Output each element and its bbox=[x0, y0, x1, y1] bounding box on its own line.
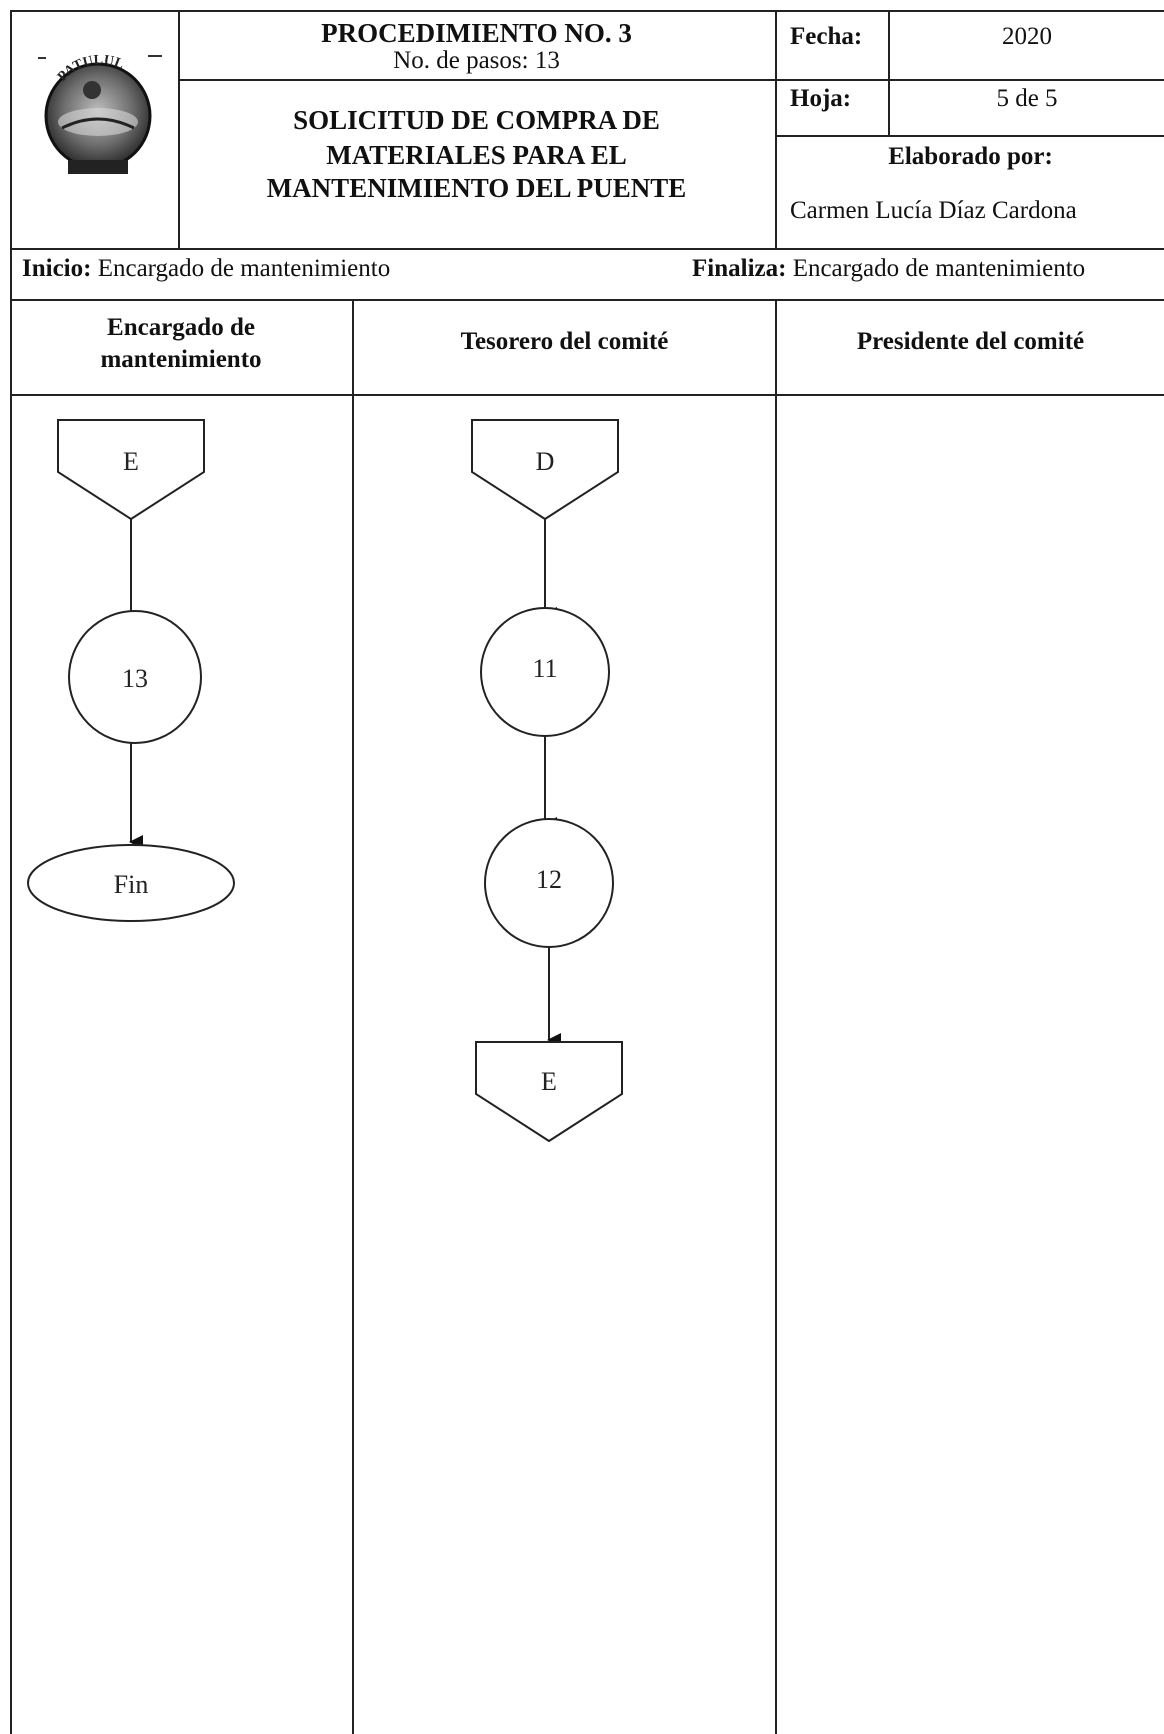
end-terminal bbox=[27, 844, 235, 922]
table-top-border bbox=[10, 10, 1164, 12]
start-row: Inicio: Encargado de mantenimiento bbox=[22, 254, 390, 284]
table-left-border bbox=[10, 10, 12, 1734]
offpage-connector-out-e bbox=[475, 1041, 623, 1143]
start-value: Encargado de mantenimiento bbox=[97, 255, 391, 282]
end-row: Finaliza: Encargado de mantenimiento bbox=[692, 254, 1085, 284]
lane-header-maintenance-line-2: mantenimiento bbox=[100, 346, 262, 373]
offpage-connector-in-e bbox=[57, 419, 205, 521]
date-value: 2020 bbox=[1002, 23, 1052, 50]
sheet-label: Hoja: bbox=[790, 85, 852, 112]
lane-header-president: Presidente del comité bbox=[856, 328, 1085, 355]
step-12-label: 12 bbox=[536, 865, 562, 894]
offpage-connector-in-d bbox=[471, 419, 619, 521]
document-title-line-3: MANTENIMIENTO DEL PUENTE bbox=[266, 173, 687, 203]
offpage-connector-out-e-label: E bbox=[541, 1067, 557, 1096]
document-title-line-2: MATERIALES PARA EL bbox=[326, 140, 627, 170]
organization-logo: PATULUL bbox=[30, 50, 165, 180]
title-divider bbox=[775, 10, 777, 250]
end-terminal-label: Fin bbox=[114, 870, 149, 899]
sheet-value: 5 de 5 bbox=[996, 85, 1058, 112]
logo-divider bbox=[178, 10, 180, 250]
end-value: Encargado de mantenimiento bbox=[792, 255, 1086, 282]
step-13-label: 13 bbox=[122, 664, 148, 693]
lane-divider-1 bbox=[352, 299, 354, 1734]
offpage-connector-in-d-label: D bbox=[536, 447, 555, 476]
step-13 bbox=[68, 610, 202, 744]
offpage-connector-in-e-label: E bbox=[123, 447, 139, 476]
procedure-divider bbox=[178, 79, 775, 81]
date-row-divider bbox=[775, 79, 1164, 81]
end-label: Finaliza: bbox=[692, 255, 787, 282]
step-11-label: 11 bbox=[532, 654, 557, 683]
author-value: Carmen Lucía Díaz Cardona bbox=[790, 197, 1077, 224]
author-label: Elaborado por: bbox=[888, 143, 1053, 170]
bounds-bottom-border bbox=[10, 299, 1164, 301]
lane-header-treasurer: Tesorero del comité bbox=[460, 328, 669, 355]
lane-divider-2 bbox=[775, 299, 777, 1734]
document-title-line-1: SOLICITUD DE COMPRA DE bbox=[293, 105, 660, 135]
steps-count: No. de pasos: 13 bbox=[393, 47, 560, 74]
date-divider bbox=[888, 10, 890, 135]
date-label: Fecha: bbox=[790, 23, 863, 50]
start-label: Inicio: bbox=[22, 255, 92, 282]
sheet-row-divider bbox=[775, 135, 1164, 137]
procedure-title: PROCEDIMIENTO NO. 3 bbox=[321, 18, 632, 48]
lanes-header-bottom-border bbox=[10, 394, 1164, 396]
lane-header-maintenance-line-1: Encargado de bbox=[107, 314, 255, 341]
header-bottom-border bbox=[10, 248, 1164, 250]
